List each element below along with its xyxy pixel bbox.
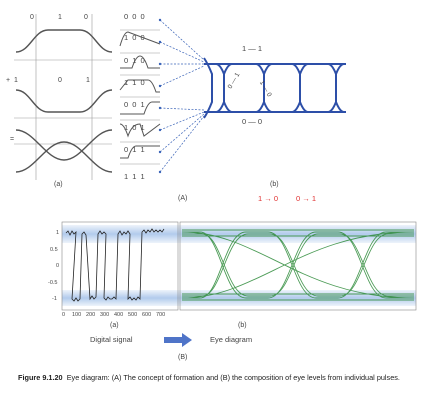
x-tick-700: 700 — [156, 312, 166, 318]
sub-a-label-B: (a) — [110, 322, 119, 329]
transition-0-0: 0 — 0 — [242, 117, 263, 126]
x-tick-500: 500 — [128, 312, 138, 318]
pattern-011: 0 1 1 — [124, 145, 146, 154]
mid-bit-1: 1 — [14, 77, 18, 84]
eye-diagram-caption: Eye diagram — [210, 335, 253, 344]
x-tick-0: 0 — [62, 312, 66, 318]
pattern-111: 1 1 1 — [124, 172, 146, 181]
arrow-right-icon — [164, 333, 192, 347]
plus-sign: + — [6, 77, 11, 84]
sub-a-label-A: (a) — [54, 181, 63, 188]
y-tick-neg0.5: -0.5 — [48, 280, 58, 286]
digital-signal-caption: Digital signal — [90, 335, 133, 344]
x-tick-600: 600 — [142, 312, 152, 318]
pattern-100: 1 0 0 — [124, 33, 146, 42]
part-A-label: (A) — [178, 195, 188, 202]
y-tick-neg1: -1 — [52, 296, 57, 302]
mid-bit-2: 0 — [58, 77, 62, 84]
mid-bit-3: 1 — [86, 77, 90, 84]
y-tick-1: 1 — [56, 230, 60, 236]
sub-b-label-B: (b) — [238, 322, 247, 329]
legend-0-to-1: 0 → 1 — [296, 194, 317, 203]
pattern-010: 0 1 0 — [124, 56, 146, 65]
pattern-000: 0 0 0 — [124, 12, 146, 21]
top-bit-1: 0 — [30, 14, 34, 21]
top-bit-3: 0 — [84, 14, 88, 21]
y-tick-0: 0 — [56, 263, 60, 269]
legend-1-to-0: 1 → 0 — [258, 194, 279, 203]
pattern-001: 0 0 1 — [124, 100, 146, 109]
figure-caption-text: Eye diagram: (A) The concept of formatio… — [66, 373, 400, 382]
part-B-label: (B) — [178, 354, 188, 361]
sub-b-label-A: (b) — [270, 181, 279, 188]
x-tick-100: 100 — [72, 312, 82, 318]
figure-caption: Figure 9.1.20 Eye diagram: (A) The conce… — [18, 373, 423, 382]
x-tick-200: 200 — [86, 312, 96, 318]
transition-1-1: 1 — 1 — [242, 44, 263, 53]
y-tick-0.5: 0.5 — [50, 247, 58, 253]
pattern-101: 1 0 1 — [124, 123, 146, 132]
equals-sign: = — [10, 136, 15, 143]
x-tick-400: 400 — [114, 312, 124, 318]
top-bit-2: 1 — [58, 14, 62, 21]
pattern-110: 1 1 0 — [124, 78, 146, 87]
figure-caption-label: Figure 9.1.20 — [18, 373, 63, 382]
x-tick-300: 300 — [100, 312, 110, 318]
